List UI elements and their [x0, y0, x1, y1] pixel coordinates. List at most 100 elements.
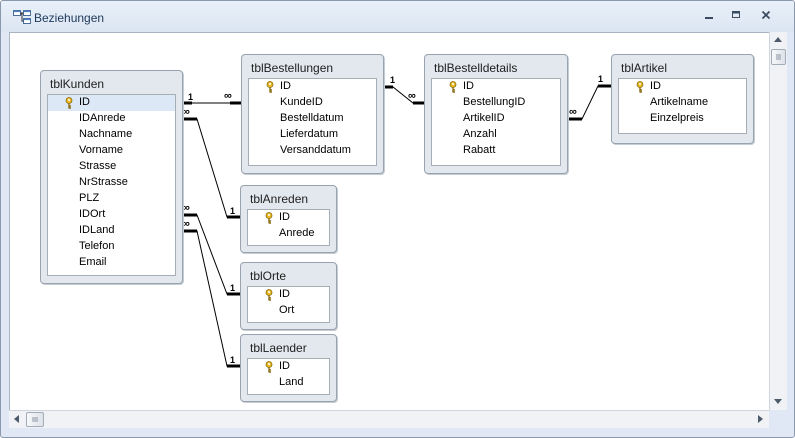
close-button[interactable] [755, 9, 777, 25]
table-tblbestelldetails[interactable]: tblBestelldetails ID BestellungID Artike… [424, 54, 568, 174]
close-icon [761, 10, 771, 20]
key-icon [447, 81, 459, 93]
scroll-left-button[interactable] [9, 411, 25, 427]
relation-kunden-orte[interactable] [182, 213, 240, 296]
label-many: ∞ [182, 202, 190, 214]
table-title: tblAnreden [250, 192, 309, 206]
relation-bestellungen-bestelldetails[interactable] [383, 85, 425, 105]
table-title: tblBestelldetails [434, 61, 518, 75]
field-row[interactable]: ID [248, 287, 329, 303]
scroll-up-button[interactable] [770, 32, 786, 48]
grip-icon [776, 54, 781, 60]
scrollbar-corner [769, 410, 787, 428]
field-row[interactable]: ID [48, 95, 175, 111]
field-row[interactable]: NrStrasse [79, 176, 128, 188]
field-row[interactable]: ID [248, 210, 329, 226]
scroll-down-button[interactable] [770, 393, 786, 409]
table-tblorte[interactable]: tblOrte ID Ort [240, 262, 337, 330]
table-title: tblBestellungen [251, 61, 334, 75]
field-row[interactable]: IDAnrede [79, 112, 126, 124]
label-one: 1 [230, 206, 236, 216]
title-bar[interactable]: Beziehungen [1, 1, 794, 32]
label-one: 1 [188, 92, 194, 102]
field-row[interactable]: Anrede [279, 227, 315, 239]
field-row[interactable]: Rabatt [463, 144, 496, 156]
field-row[interactable]: Vorname [79, 144, 124, 156]
label-many: ∞ [182, 106, 190, 118]
field-row[interactable]: Lieferdatum [280, 128, 339, 140]
label-one: 1 [230, 355, 236, 365]
field-row[interactable]: Telefon [79, 240, 115, 252]
relationships-icon [13, 10, 31, 24]
field-row[interactable]: BestellungID [463, 96, 526, 108]
field-row[interactable]: Nachname [79, 128, 133, 140]
field-row[interactable]: Versanddatum [280, 144, 351, 156]
field-row[interactable]: Land [279, 376, 304, 388]
field-row[interactable]: ID [432, 79, 560, 95]
horizontal-scrollbar[interactable] [9, 410, 769, 428]
arrow-up-icon [774, 37, 782, 42]
horizontal-scroll-thumb[interactable] [26, 412, 44, 427]
restore-icon [732, 11, 740, 18]
arrow-left-icon [14, 415, 19, 423]
label-one: 1 [230, 283, 236, 293]
field-row[interactable]: KundeID [280, 96, 323, 108]
key-icon [263, 361, 275, 373]
field-row[interactable]: PLZ [79, 192, 100, 204]
table-tbllaender[interactable]: tblLaender ID Land [240, 334, 337, 402]
label-many: ∞ [569, 106, 577, 118]
table-title: tblArtikel [621, 61, 668, 75]
field-row[interactable]: Strasse [79, 160, 117, 172]
field-row[interactable]: Einzelpreis [650, 112, 704, 124]
field-list[interactable]: ID Ort [247, 286, 330, 323]
field-list[interactable]: ID BestellungID ArtikelID Anzahl Rabatt [431, 78, 561, 166]
table-title: tblOrte [250, 269, 287, 283]
field-row[interactable]: IDOrt [79, 208, 106, 220]
table-tblartikel[interactable]: tblArtikel ID Artikelname Einzelpreis [611, 54, 754, 144]
field-list[interactable]: ID Artikelname Einzelpreis [618, 78, 747, 134]
restore-button[interactable] [725, 9, 747, 25]
field-row[interactable]: Ort [279, 304, 295, 316]
minimize-button[interactable] [698, 9, 720, 25]
field-list[interactable]: ID Land [247, 358, 330, 395]
label-one: 1 [390, 75, 396, 85]
minimize-icon [705, 17, 713, 19]
table-tblkunden[interactable]: tblKunden ID IDAnrede Nachname Vorname S… [40, 70, 183, 284]
key-icon [264, 81, 276, 93]
field-row[interactable]: Email [79, 256, 107, 268]
table-tblbestellungen[interactable]: tblBestellungen ID KundeID Bestelldatum … [241, 54, 384, 174]
label-many: ∞ [408, 90, 416, 102]
field-row[interactable]: ID [619, 79, 746, 95]
label-many: ∞ [182, 218, 190, 230]
relation-artikel-bestelldetails[interactable] [567, 84, 611, 121]
key-icon [63, 97, 75, 109]
field-row[interactable]: ID [249, 79, 376, 95]
field-row[interactable]: Artikelname [650, 96, 709, 108]
scroll-right-button[interactable] [752, 411, 768, 427]
relation-kunden-laender[interactable] [182, 229, 240, 368]
vertical-scrollbar[interactable] [769, 32, 787, 410]
window-title: Beziehungen [34, 11, 105, 25]
vertical-scroll-thumb[interactable] [771, 49, 786, 65]
field-row[interactable]: ArtikelID [463, 112, 505, 124]
field-list[interactable]: ID Anrede [247, 209, 330, 246]
field-row[interactable]: Anzahl [463, 128, 497, 140]
key-icon [263, 212, 275, 224]
key-icon [263, 289, 275, 301]
label-many: ∞ [224, 90, 232, 102]
label-one: 1 [598, 74, 604, 84]
arrow-down-icon [774, 399, 782, 404]
relationship-lines [182, 84, 611, 368]
field-list[interactable]: ID KundeID Bestelldatum Lieferdatum Vers… [248, 78, 377, 166]
field-row[interactable]: ID [248, 359, 329, 375]
relation-kunden-anreden[interactable] [182, 117, 240, 219]
field-list[interactable]: ID IDAnrede Nachname Vorname Strasse NrS… [47, 94, 176, 276]
grip-icon [32, 417, 38, 422]
table-title: tblKunden [50, 77, 105, 91]
table-title: tblLaender [250, 341, 307, 355]
field-row[interactable]: Bestelldatum [280, 112, 344, 124]
relationships-canvas[interactable]: 1 ∞ 1 ∞ 1 ∞ ∞ 1 ∞ 1 ∞ 1 tblKunden ID IDA… [9, 32, 770, 411]
table-tblanreden[interactable]: tblAnreden ID Anrede [240, 185, 337, 253]
field-row[interactable]: IDLand [79, 224, 115, 236]
